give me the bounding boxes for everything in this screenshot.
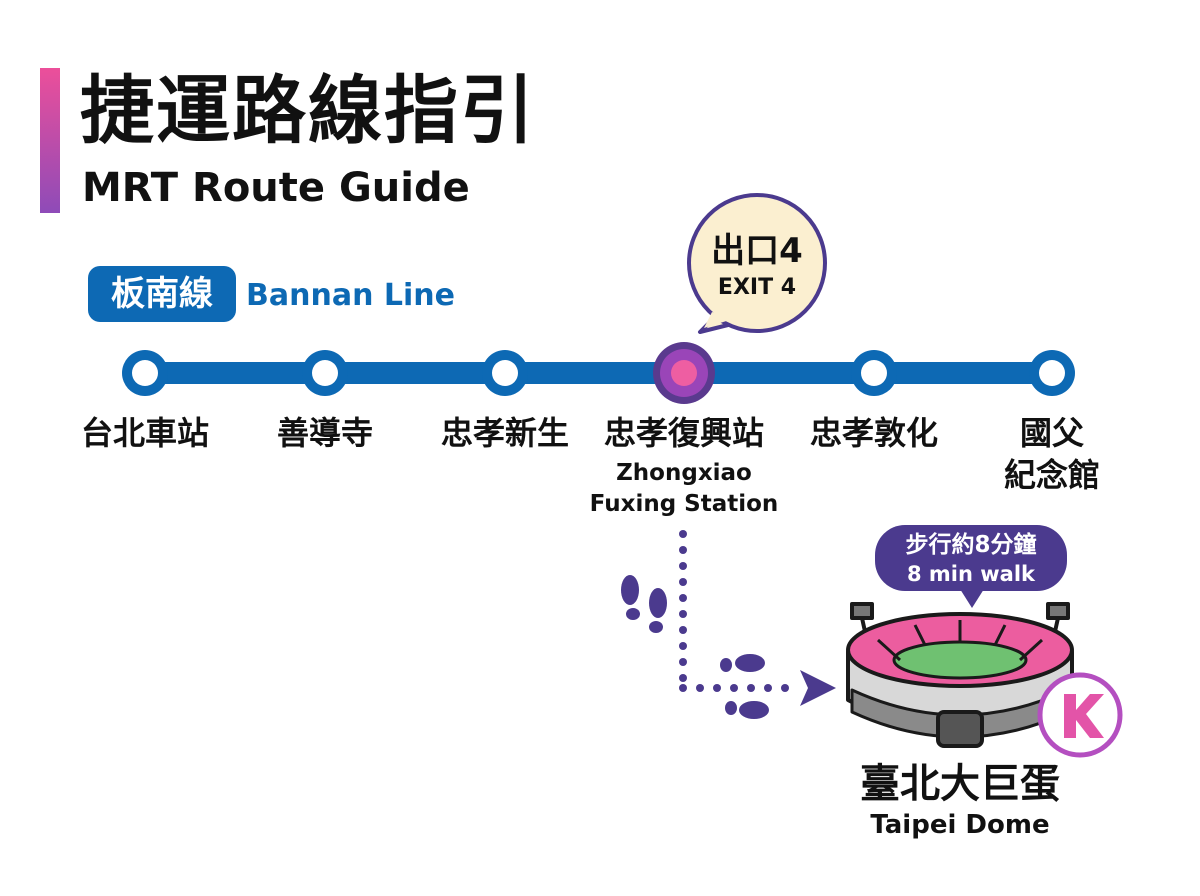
current-station-label: 忠孝復興站	[603, 414, 764, 452]
title-accent-bar	[40, 68, 60, 213]
line-badge: 板南線	[88, 266, 236, 322]
station-marker	[1029, 350, 1075, 396]
station-marker	[482, 350, 528, 396]
footprints-icon	[621, 575, 769, 719]
exit-label-en: EXIT 4	[717, 275, 797, 300]
station-marker	[851, 350, 897, 396]
current-station-marker	[653, 342, 715, 404]
destination-name-zh: 臺北大巨蛋	[860, 761, 1060, 807]
station-marker	[122, 350, 168, 396]
page-subtitle: MRT Route Guide	[82, 165, 470, 211]
destination-name-en: Taipei Dome	[870, 810, 1050, 840]
station-label-line1: 國父	[1019, 414, 1084, 452]
station-label: 忠孝敦化	[809, 414, 938, 452]
station-label: 台北車站	[80, 414, 209, 452]
mrt-line-track	[145, 362, 1052, 384]
current-station-en: Zhongxiao Fuxing Station	[584, 458, 784, 520]
exit-callout-bubble	[687, 193, 827, 334]
walk-callout-bubble	[875, 525, 1067, 608]
k-logo	[1037, 672, 1123, 758]
stadium-icon	[846, 602, 1074, 748]
current-station-en-line2: Fuxing Station	[589, 491, 779, 517]
station-label: 善導寺	[276, 414, 373, 452]
page-title: 捷運路線指引	[80, 68, 536, 154]
station-marker	[302, 350, 348, 396]
line-name-en: Bannan Line	[246, 278, 455, 313]
walking-path-dots	[679, 530, 789, 692]
walk-time-zh: 步行約8分鐘	[905, 532, 1037, 558]
walk-time-en: 8 min walk	[907, 562, 1035, 586]
station-label-multiline: 國父 紀念館	[952, 412, 1152, 496]
station-label-line2: 紀念館	[1003, 456, 1100, 494]
arrow-icon	[800, 670, 836, 706]
station-label: 忠孝新生	[440, 414, 569, 452]
exit-label-zh: 出口4	[711, 231, 803, 271]
current-station-en-line1: Zhongxiao	[616, 460, 752, 486]
